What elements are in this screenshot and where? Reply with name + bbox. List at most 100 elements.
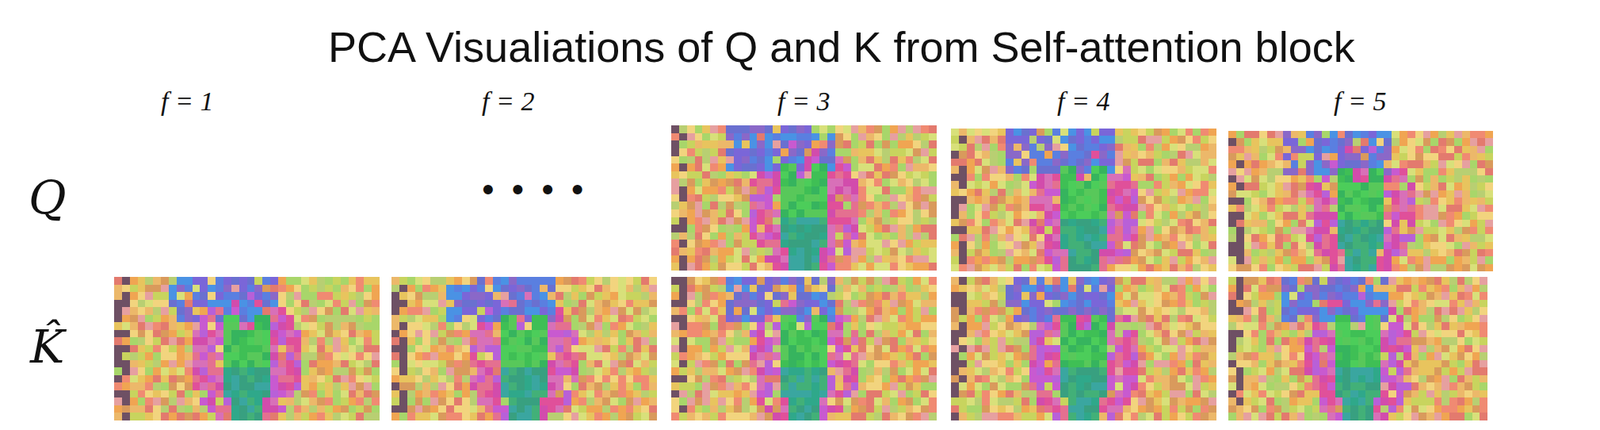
pca-pixel <box>702 201 711 210</box>
pca-pixel <box>1430 145 1439 154</box>
pca-pixel <box>733 186 742 195</box>
pca-pixel <box>694 148 703 157</box>
pca-pixel <box>1169 240 1178 249</box>
pca-pixel <box>1446 145 1455 154</box>
pca-pixel <box>780 171 789 180</box>
pca-pixel <box>827 133 836 142</box>
pca-pixel <box>278 284 287 293</box>
pca-pixel <box>1399 233 1408 242</box>
pca-pixel <box>1470 204 1478 213</box>
pca-pixel <box>1267 226 1276 235</box>
pca-pixel <box>897 140 906 149</box>
pca-pixel <box>866 201 875 210</box>
pca-pixel <box>928 140 937 149</box>
pca-pixel <box>1267 190 1276 199</box>
pca-pixel <box>1399 168 1408 176</box>
pca-pixel <box>1052 263 1061 272</box>
pca-pixel <box>1283 152 1291 161</box>
pca-pixel <box>796 178 805 187</box>
pca-pixel <box>1485 211 1494 220</box>
pca-pixel <box>324 276 333 285</box>
pca-pixel <box>958 233 967 242</box>
pca-pixel <box>827 194 836 203</box>
pca-pixel <box>974 210 983 219</box>
pca-pixel <box>974 248 983 257</box>
pca-pixel <box>858 156 867 165</box>
pca-pixel <box>1137 263 1146 272</box>
pca-pixel <box>997 158 1006 167</box>
pca-pixel <box>1337 137 1346 146</box>
pca-pixel <box>1192 128 1201 137</box>
pca-pixel <box>1099 143 1108 152</box>
pca-pixel <box>1029 150 1038 159</box>
pca-pixel <box>1200 255 1209 264</box>
pca-pixel <box>1029 135 1038 144</box>
pca-pixel <box>1005 173 1014 182</box>
pca-pixel <box>702 209 711 218</box>
pca-pixel <box>1192 218 1201 227</box>
pca-pixel <box>1423 168 1432 176</box>
pca-pixel <box>270 276 279 285</box>
pca-pixel <box>835 217 844 226</box>
pca-pixel <box>1423 145 1432 154</box>
pca-pixel <box>835 194 844 203</box>
pca-pixel <box>137 276 146 285</box>
pca-pixel <box>687 224 695 233</box>
pca-pixel <box>950 188 959 197</box>
pca-pixel <box>1477 263 1486 272</box>
pca-pixel <box>1290 145 1299 154</box>
pca-pixel <box>1337 219 1346 228</box>
pca-pixel <box>1399 160 1408 169</box>
pca-pixel <box>717 239 726 248</box>
pca-pixel <box>958 248 967 257</box>
pca-pixel <box>1169 255 1178 264</box>
pca-pixel <box>1313 145 1322 154</box>
pca-pixel <box>1021 203 1030 212</box>
pca-pixel <box>1177 128 1186 137</box>
pca-pixel <box>928 194 937 203</box>
pca-pixel <box>1430 226 1439 235</box>
pca-pixel <box>1130 225 1139 234</box>
pca-pixel <box>811 194 820 203</box>
pca-pixel <box>1208 180 1217 189</box>
pca-pixel <box>1376 241 1385 250</box>
pca-pixel <box>223 284 232 293</box>
pca-pixel <box>145 276 153 285</box>
pca-pixel <box>974 195 983 204</box>
pca-pixel <box>687 194 695 203</box>
pca-pixel <box>1013 135 1022 144</box>
pca-pixel <box>905 262 914 271</box>
pca-pixel <box>811 255 820 264</box>
pca-pixel <box>780 217 789 226</box>
pca-pixel <box>679 262 688 271</box>
pca-pixel <box>819 171 828 180</box>
pca-pixel <box>1130 128 1139 137</box>
pca-pixel <box>756 148 765 157</box>
pca-pixel <box>1477 197 1486 206</box>
pca-pixel <box>1430 241 1439 250</box>
pca-pixel <box>1076 158 1085 167</box>
pca-pixel <box>1352 182 1361 191</box>
pca-pixel <box>1228 197 1237 206</box>
pca-pixel <box>1462 204 1471 213</box>
pca-pixel <box>889 217 898 226</box>
pca-pixel <box>1084 225 1093 234</box>
pca-pixel <box>1200 150 1209 159</box>
pca-pixel <box>1137 135 1146 144</box>
pca-pixel <box>1313 204 1322 213</box>
pca-pixel <box>1137 233 1146 242</box>
pca-pixel <box>1044 233 1053 242</box>
pca-pixel <box>1130 210 1139 219</box>
pca-pixel <box>1251 233 1260 242</box>
pca-pixel <box>780 178 789 187</box>
pca-pixel <box>741 232 750 241</box>
pca-pixel <box>1298 160 1306 169</box>
pca-pixel <box>796 148 805 157</box>
pca-pixel <box>741 247 750 256</box>
pca-pixel <box>741 133 750 142</box>
pca-pixel <box>1477 233 1486 242</box>
pca-pixel <box>874 224 883 233</box>
pca-pixel <box>866 239 875 248</box>
pca-pixel <box>1391 160 1400 169</box>
pca-pixel <box>1305 168 1314 176</box>
